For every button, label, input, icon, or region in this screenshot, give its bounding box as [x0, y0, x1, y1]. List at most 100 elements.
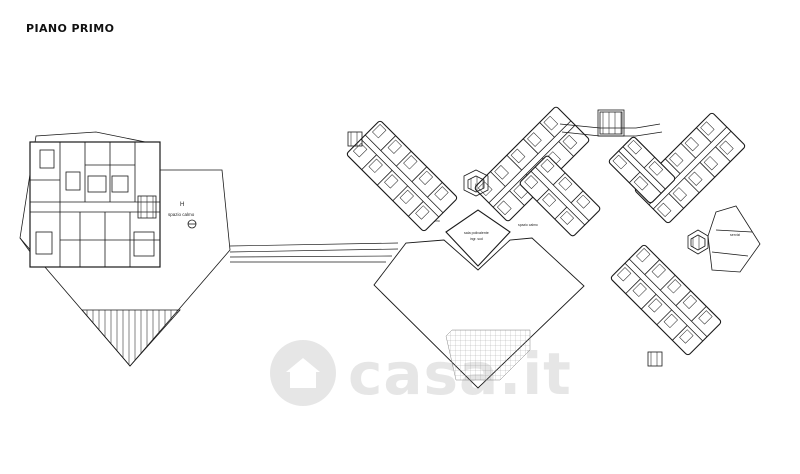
- bathroom-block: [719, 140, 734, 155]
- room-divider: [509, 190, 525, 206]
- room-divider: [411, 166, 428, 182]
- bathroom-block: [636, 248, 651, 263]
- corridor-line: [360, 138, 440, 218]
- wing-outline: [346, 120, 458, 232]
- room-divider: [539, 122, 555, 138]
- bathroom-block: [415, 205, 430, 220]
- bathroom-block: [418, 170, 434, 185]
- bathroom-block: [494, 165, 509, 180]
- room-divider: [691, 306, 707, 322]
- room-divider: [490, 171, 506, 187]
- bathroom-block: [633, 176, 649, 191]
- bathroom-block: [562, 134, 578, 150]
- center-label-main: sala polivalente: [464, 231, 489, 235]
- bathroom-block: [527, 132, 542, 147]
- bathroom-block: [632, 282, 647, 297]
- room-divider: [628, 171, 641, 184]
- left-block-letter: H: [180, 202, 184, 208]
- room-divider: [522, 138, 539, 154]
- bathroom-block: [576, 194, 591, 209]
- bathroom-block: [669, 152, 684, 167]
- center-label-right: spazio calmo: [518, 223, 538, 227]
- room-divider: [699, 162, 716, 178]
- room-divider: [625, 278, 641, 294]
- room-divider: [684, 177, 700, 194]
- bathroom-block: [651, 263, 666, 278]
- bathroom-block: [352, 143, 368, 158]
- bathroom-block: [663, 313, 678, 329]
- wing-center-right: [519, 155, 601, 237]
- room-divider: [380, 135, 396, 151]
- room-divider: [570, 190, 584, 204]
- room-divider: [668, 193, 684, 209]
- bathroom-block: [540, 158, 555, 173]
- corridor-line: [488, 120, 572, 204]
- bathroom-block: [667, 279, 682, 294]
- corridor-line: [364, 134, 444, 214]
- bathroom-block: [657, 202, 672, 218]
- room-divider: [660, 274, 676, 291]
- bathroom-block: [688, 171, 703, 186]
- bathroom-block: [542, 193, 557, 207]
- center-diamond: [373, 209, 585, 389]
- bathroom-block: [682, 294, 698, 309]
- bathroom-block: [703, 156, 719, 171]
- bathroom-block: [399, 189, 414, 205]
- left-building: [19, 131, 231, 367]
- room-divider: [672, 325, 688, 341]
- room-divider: [554, 206, 568, 220]
- bathroom-block: [558, 176, 573, 191]
- wing-northeast: [634, 112, 746, 224]
- room-divider: [664, 158, 681, 174]
- corridor-line: [530, 170, 586, 226]
- center-label-sub: ingr. sud: [470, 237, 483, 241]
- building-wings: [346, 106, 746, 356]
- corridor-line: [652, 130, 732, 210]
- room-divider: [552, 172, 566, 186]
- connecting-bridge: [229, 242, 399, 263]
- room-divider: [696, 127, 712, 143]
- bathroom-block: [700, 121, 715, 136]
- top-connector: [347, 109, 709, 367]
- room-divider: [643, 156, 656, 169]
- corridor-line: [624, 262, 704, 342]
- room-divider: [715, 146, 731, 162]
- room-divider: [640, 294, 657, 310]
- room-divider: [392, 185, 408, 202]
- room-divider: [675, 290, 692, 306]
- bathroom-block: [684, 136, 699, 152]
- bathroom-block: [496, 200, 512, 216]
- right-label: servizi: [730, 233, 740, 237]
- room-divider: [396, 150, 412, 167]
- bathroom-block: [616, 267, 632, 282]
- bathroom-block: [648, 161, 664, 176]
- bathroom-block: [403, 155, 418, 170]
- bathroom-block: [524, 175, 539, 190]
- wing-northwest: [346, 120, 458, 232]
- bathroom-block: [384, 174, 399, 189]
- bathroom-block: [679, 329, 694, 344]
- wing-outline: [634, 112, 746, 224]
- bathroom-block: [510, 148, 526, 164]
- bathroom-block: [543, 115, 559, 131]
- bathroom-block: [368, 158, 383, 173]
- corridor-line: [628, 258, 708, 338]
- bathroom-block: [372, 124, 387, 139]
- room-divider: [408, 201, 424, 217]
- room-divider: [361, 154, 377, 170]
- bathroom-block: [698, 310, 713, 325]
- room-divider: [644, 259, 660, 275]
- room-divider: [536, 188, 550, 202]
- bathroom-block: [612, 154, 628, 170]
- wing-outline: [610, 244, 722, 356]
- small-mark: H: [475, 182, 478, 187]
- room-divider: [558, 141, 574, 157]
- room-divider: [376, 170, 393, 186]
- room-divider: [506, 154, 522, 171]
- room-divider: [427, 182, 443, 198]
- left-block-caption: spazio calmo: [168, 212, 195, 217]
- bathroom-block: [648, 298, 663, 313]
- room-divider: [680, 142, 696, 159]
- page-title: PIANO PRIMO: [26, 22, 115, 35]
